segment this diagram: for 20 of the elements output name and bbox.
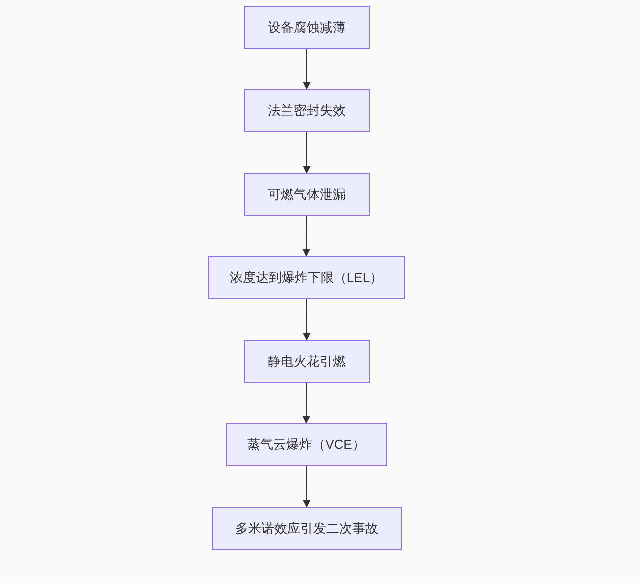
arrow [303,48,311,90]
process-box [226,423,387,466]
process-box [244,6,370,49]
box-label: 浓度达到爆炸下限（LEL） [230,268,384,287]
box-label: 多米诺效应引发二次事故 [236,520,378,538]
box-label: 法兰密封失效 [268,102,346,120]
box-label: 设备腐蚀减薄 [268,18,346,37]
process-box [244,340,370,383]
arrow [302,216,311,257]
arrow [302,466,311,508]
arrow [302,298,311,341]
box-label: 蒸气云爆炸（VCE） [248,436,366,454]
box-label: 静电火花引燃 [268,352,346,371]
arrow [302,382,311,424]
process-box [244,173,370,216]
process-box [208,256,405,299]
arrow [303,132,311,174]
process-box [212,507,402,550]
process-box [244,89,370,132]
box-label: 可燃气体泄漏 [268,186,346,204]
